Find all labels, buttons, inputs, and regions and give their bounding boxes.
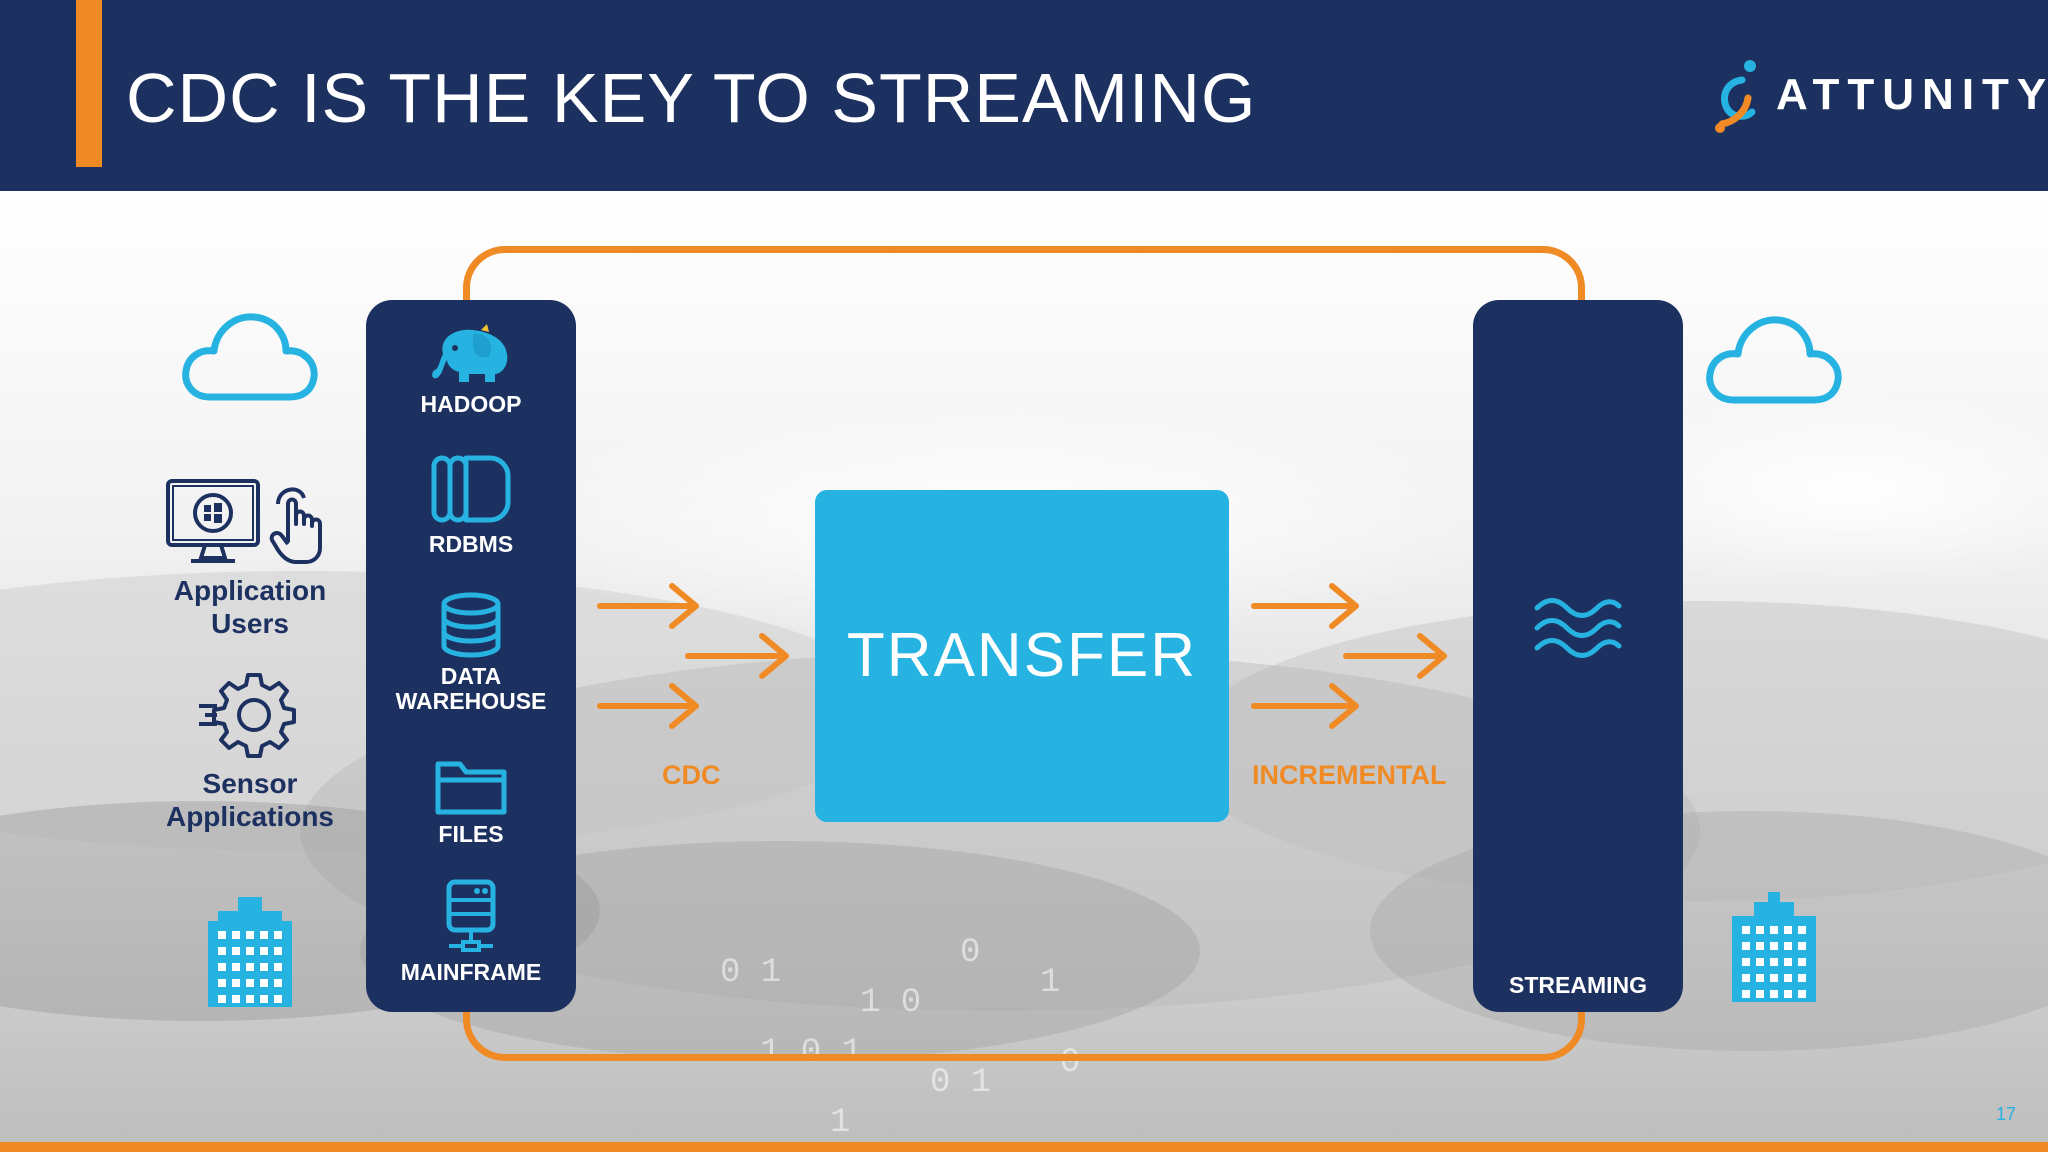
source-item-hadoop: HADOOP [366, 324, 576, 417]
svg-text:1: 1 [830, 1104, 850, 1142]
database-cylinder-icon [441, 592, 501, 658]
source-item-mainframe: MAINFRAME [366, 878, 576, 985]
page-number: 17 [1996, 1104, 2017, 1124]
gear-icon [199, 673, 296, 758]
source-item-files: FILES [366, 756, 576, 847]
transfer-box: TRANSFER [815, 490, 1229, 822]
svg-text:0 1: 0 1 [930, 1064, 991, 1102]
database-slices-icon [431, 455, 511, 523]
slide-title: CDC IS THE KEY TO STREAMING [126, 59, 1257, 137]
slide-header: CDC IS THE KEY TO STREAMING ATTUNITY [0, 0, 2048, 191]
streaming-column: STREAMING [1473, 300, 1683, 1012]
source-item-rdbms: RDBMS [366, 452, 576, 557]
cdc-arrows [597, 583, 789, 729]
source-item-data-warehouse: DATA WAREHOUSE [366, 592, 576, 714]
bottom-accent-bar [0, 1142, 2048, 1152]
building-icon [1732, 892, 1816, 1002]
folder-icon [435, 761, 507, 815]
svg-text:1: 1 [1040, 964, 1060, 1002]
cdc-label: CDC [662, 760, 721, 790]
svg-text:0 1: 0 1 [720, 954, 781, 992]
svg-text:1 0: 1 0 [860, 984, 921, 1022]
svg-text:0: 0 [960, 934, 980, 972]
svg-text:1 0 1: 1 0 1 [760, 1034, 862, 1072]
cloud-icon [182, 313, 318, 401]
svg-text:0: 0 [1060, 1044, 1080, 1082]
server-icon [446, 879, 496, 952]
waves-icon [1534, 598, 1622, 658]
sensor-applications-label: Sensor Applications [165, 768, 334, 832]
transfer-label: TRANSFER [846, 621, 1198, 690]
header-accent-bar [76, 0, 102, 167]
streaming-label: STREAMING [1509, 972, 1647, 998]
logo-mark-icon [1715, 60, 1756, 133]
building-icon [208, 897, 292, 1007]
incremental-arrows [1251, 583, 1447, 729]
cloud-icon [1706, 316, 1842, 404]
desktop-windows-icon [166, 479, 260, 563]
logo-text: ATTUNITY [1776, 70, 2048, 119]
elephant-icon [432, 324, 508, 382]
attunity-logo: ATTUNITY [1712, 58, 2046, 134]
application-users-label: Application Users [173, 575, 327, 639]
incremental-label: INCREMENTAL [1252, 760, 1447, 790]
source-column: HADOOP RDBMS DATA WAREHOUSE [366, 300, 576, 1012]
touch-hand-icon [269, 487, 322, 564]
